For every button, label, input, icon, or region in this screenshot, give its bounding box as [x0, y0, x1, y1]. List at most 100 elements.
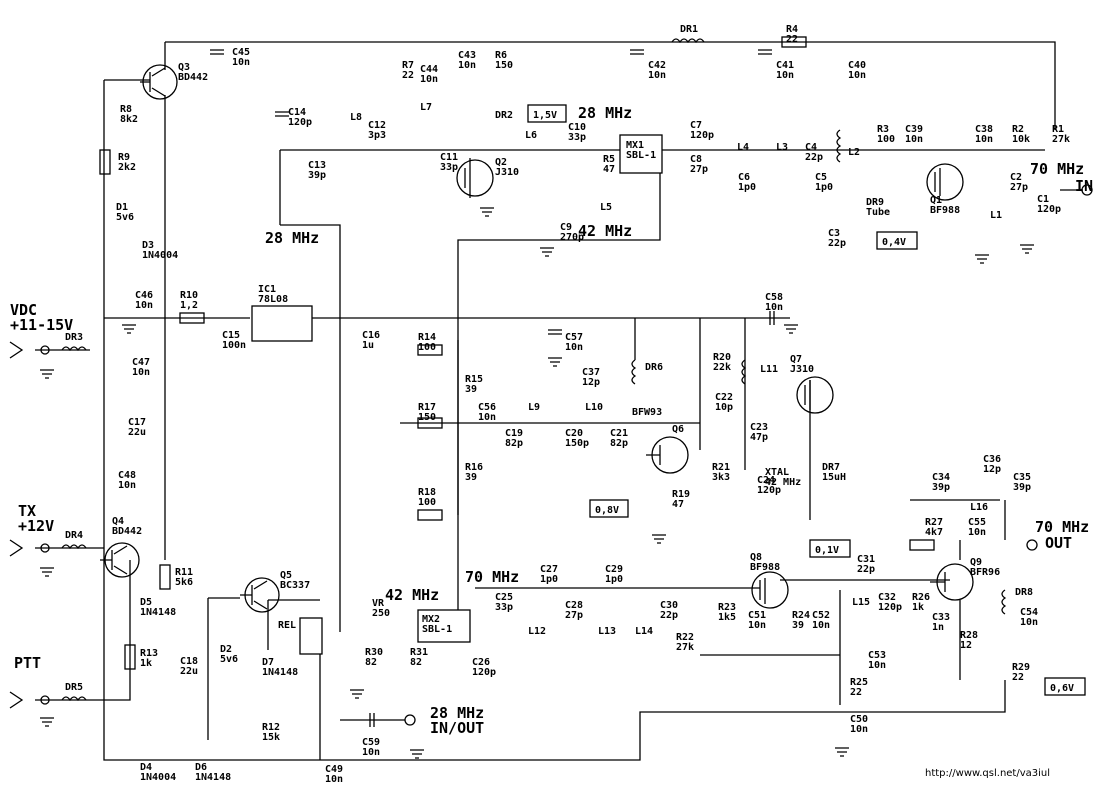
label-r20: R20 [713, 352, 731, 363]
sig-70-out: 70 MHz [1035, 518, 1089, 536]
label-c47: C47 [132, 357, 150, 368]
label-ic1: IC1 [258, 284, 276, 295]
label-r28: R28 [960, 630, 978, 641]
label-bfw93: BFW93 [632, 407, 662, 418]
label-c31: C31 [857, 554, 875, 565]
value-mx2: SBL-1 [422, 624, 452, 635]
label-dr7: DR7 [822, 462, 840, 473]
label-c59: C59 [362, 737, 380, 748]
label-c19: C19 [505, 428, 523, 439]
port-ptt: PTT [14, 654, 41, 672]
sig-70-out-b: OUT [1045, 534, 1072, 552]
label-q1: Q1 [930, 195, 942, 206]
value-c23: 47p [750, 432, 768, 443]
value-r31: 82 [410, 657, 422, 668]
value-c28: 27p [565, 610, 583, 621]
value-mx1: SBL-1 [626, 150, 656, 161]
label-c2: C2 [1010, 172, 1022, 183]
label-c40: C40 [848, 60, 866, 71]
value-c20: 150p [565, 438, 589, 449]
value-r2: 10k [1012, 134, 1030, 145]
value-r16: 39 [465, 472, 477, 483]
sig-42-a: 42 MHz [578, 222, 632, 240]
value-c5: 1p0 [815, 182, 833, 193]
port-tx: TX [18, 502, 36, 520]
sig-70-in-b: IN [1075, 177, 1093, 195]
label-d1: D1 [116, 202, 128, 213]
value-c25: 33p [495, 602, 513, 613]
label-l14: L14 [635, 626, 653, 637]
value-c58: 10n [765, 302, 783, 313]
label-q3: Q3 [178, 62, 190, 73]
sig-70-in: 70 MHz [1030, 160, 1084, 178]
volt-0-4: 0,4V [882, 237, 906, 248]
components [9, 36, 1093, 727]
wires [35, 41, 1056, 761]
label-c34: C34 [932, 472, 950, 483]
value-r7: 22 [402, 70, 414, 81]
value-c45: 10n [232, 57, 250, 68]
label-c17: C17 [128, 417, 146, 428]
label-r21: R21 [712, 462, 730, 473]
value-c51: 10n [748, 620, 766, 631]
label-c11: C11 [440, 152, 458, 163]
ground-symbols [40, 207, 1034, 759]
value-c37: 12p [582, 377, 600, 388]
label-dr2: DR2 [495, 110, 513, 121]
label-r31: R31 [410, 647, 428, 658]
value-q5: BC337 [280, 580, 310, 591]
label-c18: C18 [180, 656, 198, 667]
value-r9: 2k2 [118, 162, 136, 173]
value-c3: 22p [828, 238, 846, 249]
value-c34: 39p [932, 482, 950, 493]
label-c28: C28 [565, 600, 583, 611]
signal-labels: 70 MHz IN 70 MHz OUT 28 MHz IN/OUT 28 MH… [10, 104, 1093, 737]
value-c30: 22p [660, 610, 678, 621]
value-c42: 10n [648, 70, 666, 81]
value-r25: 22 [850, 687, 862, 698]
label-c33: C33 [932, 612, 950, 623]
value-c13: 39p [308, 170, 326, 181]
label-c55: C55 [968, 517, 986, 528]
label-dr1: DR1 [680, 24, 698, 35]
value-c10: 33p [568, 132, 586, 143]
label-c12: C12 [368, 120, 386, 131]
label-c5: C5 [815, 172, 827, 183]
value-c16: 1u [362, 340, 374, 351]
label-dr9: DR9 [866, 197, 884, 208]
port-tx-volt: +12V [18, 517, 54, 535]
label-d5: D5 [140, 597, 152, 608]
label-c4: C4 [805, 142, 817, 153]
label-c16: C16 [362, 330, 380, 341]
label-r8: R8 [120, 104, 132, 115]
label-vr: VR [372, 598, 385, 609]
value-r14: 100 [418, 342, 436, 353]
value-r29: 22 [1012, 672, 1024, 683]
value-c59: 10n [362, 747, 380, 758]
label-c37: C37 [582, 367, 600, 378]
label-l16: L16 [970, 502, 988, 513]
label-c39: C39 [905, 124, 923, 135]
value-c17: 22u [128, 427, 146, 438]
label-r17: R17 [418, 402, 436, 413]
label-c50: C50 [850, 714, 868, 725]
label-l5: L5 [600, 202, 612, 213]
label-r12: R12 [262, 722, 280, 733]
label-c1: C1 [1037, 194, 1049, 205]
label-c52: C52 [812, 610, 830, 621]
label-c20: C20 [565, 428, 583, 439]
value-d1: 5v6 [116, 212, 134, 223]
value-c14: 120p [288, 117, 312, 128]
label-c10: C10 [568, 122, 586, 133]
value-r30: 82 [365, 657, 377, 668]
sig-28-b: 28 MHz [578, 104, 632, 122]
value-c26: 120p [472, 667, 496, 678]
value-r24: 39 [792, 620, 804, 631]
label-r10: R10 [180, 290, 198, 301]
value-c53: 10n [868, 660, 886, 671]
label-r3: R3 [877, 124, 889, 135]
value-c29: 1p0 [605, 574, 623, 585]
value-c33: 1n [932, 622, 944, 633]
volt-0-8: 0,8V [595, 505, 619, 516]
